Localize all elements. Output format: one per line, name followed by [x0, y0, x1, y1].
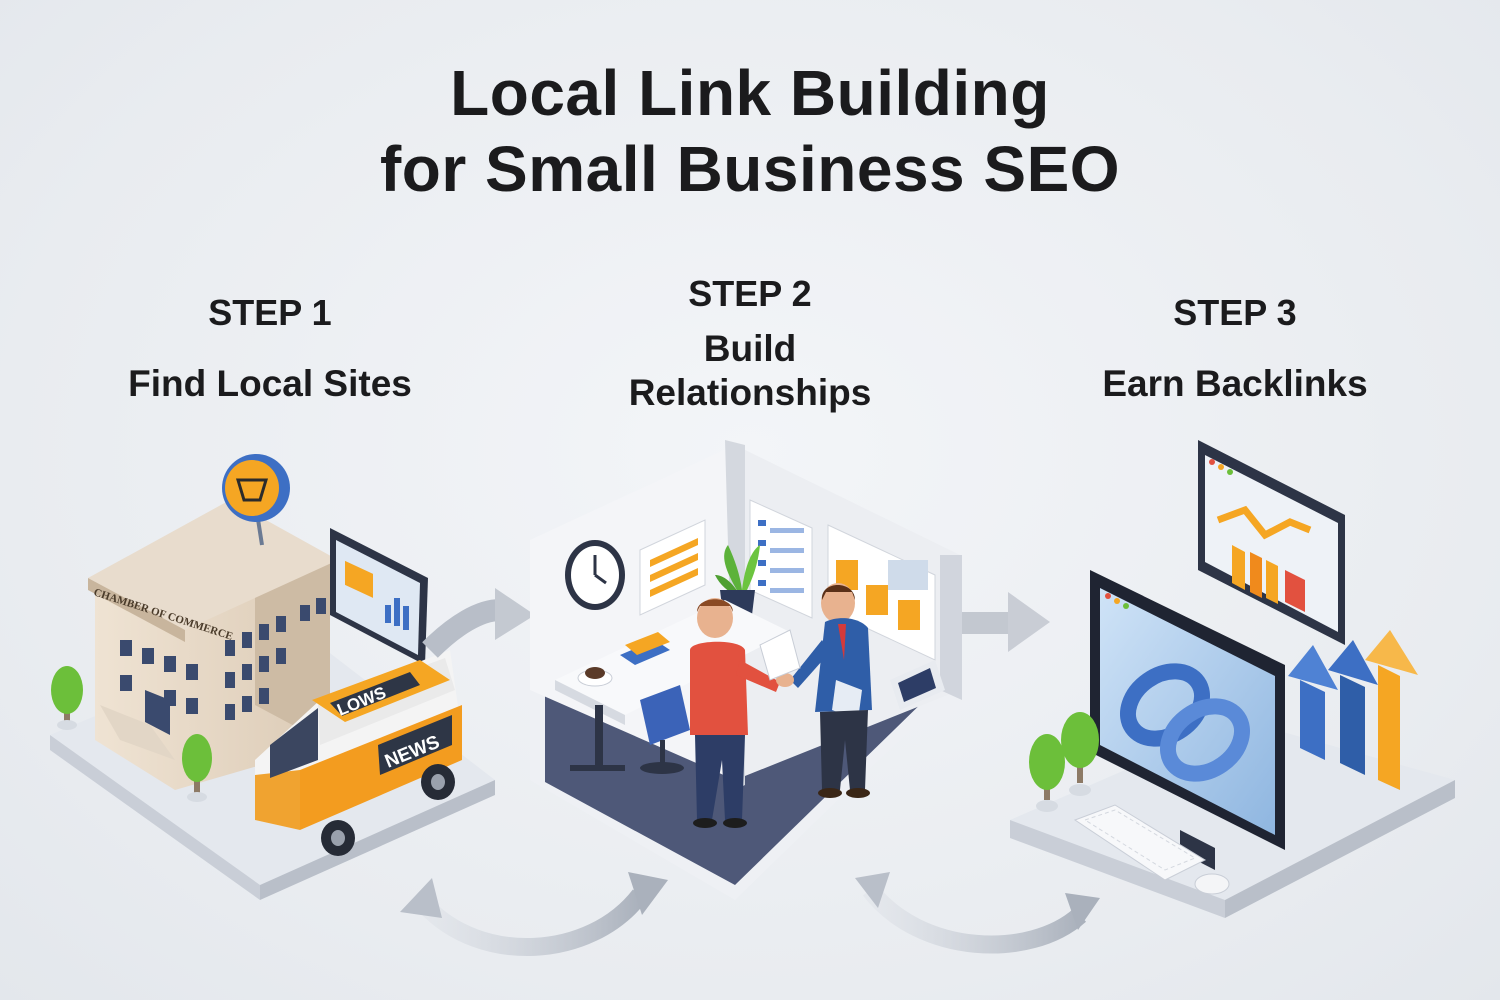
page-title: Local Link Building for Small Business S…	[0, 55, 1500, 207]
person-blue-suit	[776, 583, 872, 798]
clock-icon	[565, 540, 625, 610]
coffee-cup-icon	[585, 667, 605, 679]
person-red-shirt	[690, 598, 780, 828]
title-line-2: for Small Business SEO	[379, 133, 1121, 205]
step-3-label: STEP 3 Earn Backlinks	[1035, 292, 1435, 406]
step-2-name-line-1: Build	[703, 328, 797, 369]
arrow-step-2-to-3-icon	[962, 592, 1050, 652]
step-3-scene	[1010, 440, 1455, 918]
growth-arrow-icon	[1328, 640, 1378, 775]
tree-icon	[1061, 712, 1099, 796]
step-2-scene	[530, 440, 962, 900]
chamber-of-commerce-building: CHAMBER OF COMMERCE	[88, 454, 338, 790]
floating-analytics-screen	[1198, 440, 1345, 645]
step-2-label: STEP 2 Build Relationships	[550, 273, 950, 415]
cycle-arrow-right-icon	[855, 872, 1100, 954]
tree-icon	[1029, 734, 1065, 812]
growth-arrow-icon	[1365, 630, 1418, 790]
step-1-number: STEP 1	[208, 292, 332, 333]
step-2-number: STEP 2	[688, 273, 812, 314]
wall-cards-board	[827, 524, 936, 661]
wall-chart-board	[639, 519, 706, 616]
step-1-name: Find Local Sites	[128, 363, 412, 404]
wall-report-board	[749, 499, 813, 619]
step-2-name-line-2: Relationships	[628, 372, 872, 413]
news-van: LOWS NEWS	[255, 650, 462, 856]
step-1-label: STEP 1 Find Local Sites	[70, 292, 470, 406]
cycle-arrow-left-icon	[400, 872, 668, 957]
keyboard-icon	[1073, 804, 1207, 881]
desktop-monitor	[1090, 570, 1285, 870]
mouse-icon	[1194, 873, 1230, 895]
growth-arrow-icon	[1288, 645, 1338, 760]
arrow-step-1-to-2-icon	[422, 588, 535, 658]
handshake-icon	[776, 673, 794, 687]
link-chain-icon	[1119, 663, 1251, 782]
step-3-number: STEP 3	[1173, 292, 1297, 333]
analytics-monitor-step-1	[330, 528, 428, 665]
step-3-name: Earn Backlinks	[1102, 363, 1368, 404]
tablet-icon	[890, 660, 945, 710]
tree-icon	[51, 666, 83, 730]
title-line-1: Local Link Building	[450, 57, 1050, 129]
tree-icon	[182, 734, 212, 802]
document-icon	[759, 629, 801, 681]
step-1-scene: CHAMBER OF COMMERCE LOWS	[50, 454, 495, 900]
office-desk	[555, 600, 790, 771]
office-chair	[640, 685, 690, 774]
